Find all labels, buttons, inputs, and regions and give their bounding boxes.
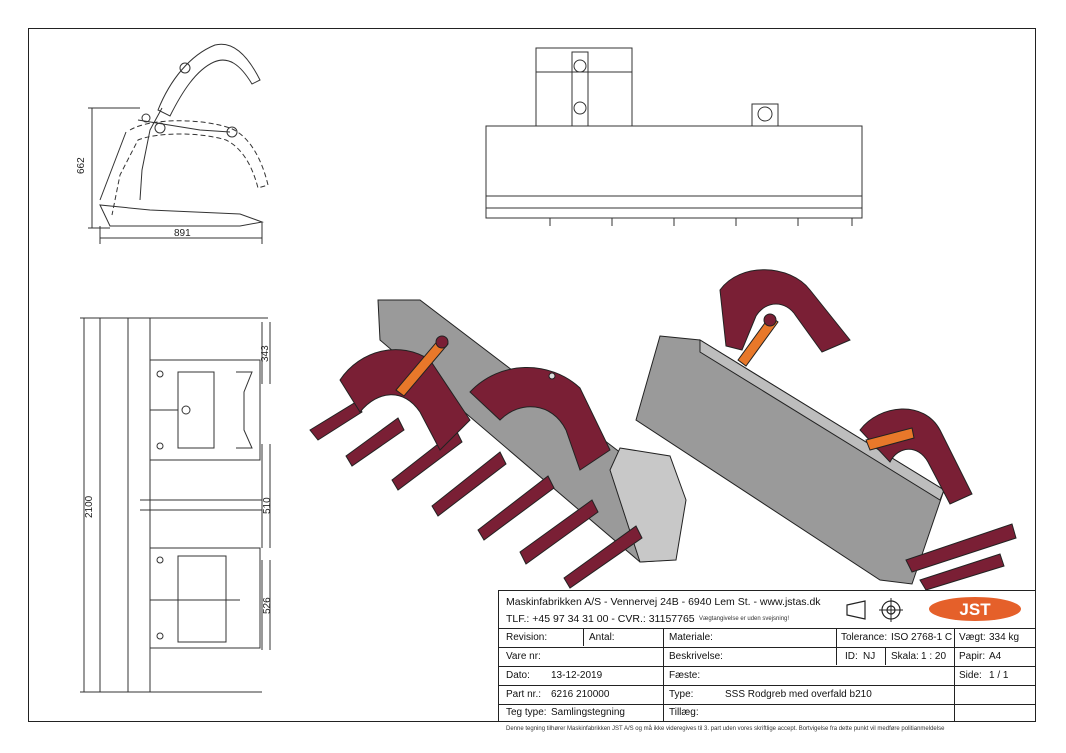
part-label: Part nr.: [506,689,542,700]
company-line: Maskinfabrikken A/S - Vennervej 24B - 69… [506,596,821,608]
faeste-label: Fæste: [669,670,701,681]
revision-label: Revision: [506,632,548,643]
title-block: Maskinfabrikken A/S - Vennervej 24B - 69… [498,590,1036,722]
id-value: NJ [863,651,876,662]
column-divider [836,629,837,665]
dim-segment-top: 343 [260,345,271,362]
type-label: Type: [669,689,694,700]
vaegt-value: 334 kg [989,632,1020,643]
row-revision: Revision: Antal: Materiale: Tolerance: I… [499,629,1035,648]
row-dato: Dato: 13-12-2019 Fæste: Side: 1 / 1 [499,667,1035,686]
skala-label: Skala: [891,651,919,662]
phone-line: TLF.: +45 97 34 31 00 - CVR.: 31157765 [506,613,695,625]
papir-value: A4 [989,651,1002,662]
tolerance-value: ISO 2768-1 C [891,632,953,643]
title-block-header: Maskinfabrikken A/S - Vennervej 24B - 69… [499,591,1035,629]
vare-label: Vare nr: [506,651,541,662]
tillaeg-label: Tillæg: [669,707,699,718]
dato-value: 13-12-2019 [551,670,603,681]
column-divider [885,648,886,665]
side-label: Side: [959,670,982,681]
vaegt-label: Vægt: [959,632,986,643]
ownership-note: Denne tegning tilhører Maskinfabrikken J… [506,726,945,732]
dato-label: Dato: [506,670,530,681]
row-part: Part nr.: 6216 210000 Type: SSS Rodgreb … [499,686,1035,705]
side-view [88,43,269,244]
tolerance-label: Tolerance: [841,632,888,643]
top-view [485,47,863,226]
dim-height-side: 662 [76,157,87,174]
teg-label: Teg type: [506,707,547,718]
id-label: ID: [845,651,858,662]
side-value: 1 / 1 [989,670,1009,681]
column-divider [954,629,955,721]
skala-value: 1 : 20 [921,651,947,662]
antal-label: Antal: [589,632,615,643]
beskrivelse-label: Beskrivelse: [669,651,723,662]
projection-symbol-icon [846,598,903,622]
weight-disclaimer: Vægtangivelse er uden svejsning! [699,616,790,622]
dim-segment-mid: 510 [262,497,273,514]
jst-logo: JST [929,597,1021,621]
type-value: SSS Rodgreb med overfald b210 [725,689,872,700]
papir-label: Papir: [959,651,986,662]
isometric-view-front [309,299,687,589]
dim-total-width: 2100 [84,495,95,518]
teg-value: Samlingstegning [551,707,625,718]
row-teg: Teg type: Samlingstegning Tillæg: [499,705,1035,722]
materiale-label: Materiale: [669,632,713,643]
column-divider [663,629,664,721]
dim-segment-bot: 526 [262,597,273,614]
part-value: 6216 210000 [551,689,610,700]
logo-text: JST [959,600,991,619]
isometric-view-rear [635,269,1017,591]
column-divider [583,629,584,646]
row-vare: Vare nr: Beskrivelse: ID: NJ Skala: 1 : … [499,648,1035,667]
front-view [80,317,271,693]
dim-width-side: 891 [174,228,191,239]
